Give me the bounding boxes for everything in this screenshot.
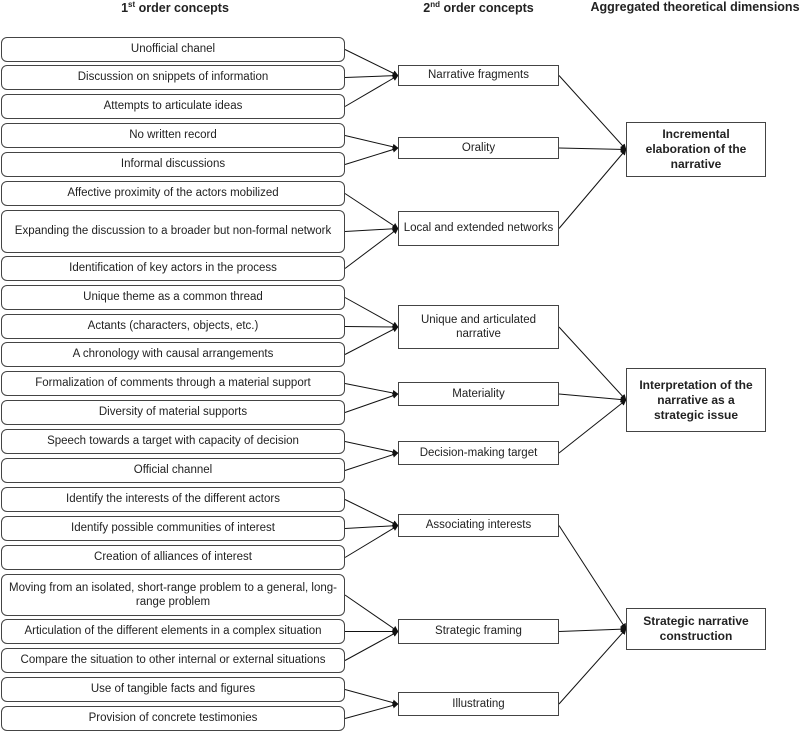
second-order-concept-box: Associating interests	[398, 514, 559, 537]
header-first-order: 1st order concepts	[100, 0, 250, 15]
second-to-aggregate-arrow	[558, 149, 627, 229]
first-to-second-arrow	[344, 392, 399, 413]
first-order-concept-box: Identify possible communities of interes…	[1, 516, 345, 541]
header-second-order-num: 2	[423, 1, 431, 16]
second-order-concept-box: Decision-making target	[398, 441, 559, 465]
first-to-second-arrow	[344, 323, 399, 330]
second-order-concept-box: Strategic framing	[398, 619, 559, 644]
header-first-order-sup: st	[128, 0, 136, 9]
aggregate-dimension-box: Strategic narrative construction	[626, 608, 766, 650]
header-second-order-sup: nd	[430, 0, 440, 9]
aggregate-dimension-box: Interpretation of the narrative as a str…	[626, 368, 766, 432]
first-order-concept-box: Identification of key actors in the proc…	[1, 256, 345, 281]
first-to-second-arrow	[344, 225, 399, 232]
first-order-concept-box: Unofficial chanel	[1, 37, 345, 62]
first-order-concept-box: Articulation of the different elements i…	[1, 619, 345, 644]
first-to-second-arrow	[344, 383, 399, 396]
first-to-second-arrow	[344, 297, 399, 328]
second-to-aggregate-arrow	[558, 326, 627, 401]
first-to-second-arrow	[344, 499, 399, 526]
first-order-concept-box: Use of tangible facts and figures	[1, 677, 345, 702]
first-to-second-arrow	[344, 193, 399, 229]
first-order-concept-box: Diversity of material supports	[1, 400, 345, 425]
header-second-order-text: order concepts	[439, 1, 534, 16]
first-order-concept-box: No written record	[1, 123, 345, 148]
first-to-second-arrow	[344, 228, 399, 269]
first-order-concept-box: Creation of alliances of interest	[1, 545, 345, 570]
second-order-concept-box: Local and extended networks	[398, 211, 559, 246]
first-order-concept-box: Provision of concrete testimonies	[1, 706, 345, 731]
first-order-concept-box: Identify the interests of the different …	[1, 487, 345, 512]
first-to-second-arrow	[344, 451, 399, 471]
first-order-concept-box: Informal discussions	[1, 152, 345, 177]
header-aggregate: Aggregated theoretical dimensions	[590, 0, 800, 14]
first-to-second-arrow	[344, 631, 399, 661]
second-to-aggregate-arrow	[558, 75, 627, 150]
second-order-concept-box: Narrative fragments	[398, 65, 559, 86]
first-order-concept-box: Compare the situation to other internal …	[1, 648, 345, 673]
first-order-concept-box: Affective proximity of the actors mobili…	[1, 181, 345, 206]
header-second-order: 2nd order concepts	[398, 0, 559, 15]
aggregate-dimension-box: Incremental elaboration of the narrative	[626, 122, 766, 177]
first-order-concept-box: Actants (characters, objects, etc.)	[1, 314, 345, 339]
second-to-aggregate-arrow	[558, 399, 627, 454]
second-to-aggregate-arrow	[558, 146, 627, 153]
first-to-second-arrow	[344, 689, 399, 706]
first-order-concept-box: Formalization of comments through a mate…	[1, 371, 345, 396]
first-to-second-arrow	[344, 135, 399, 150]
second-to-aggregate-arrow	[558, 393, 627, 403]
first-order-concept-box: Official channel	[1, 458, 345, 483]
header-aggregate-text: Aggregated theoretical dimensions	[590, 0, 800, 14]
first-order-concept-box: Discussion on snippets of information	[1, 65, 345, 90]
second-order-concept-box: Unique and articulated narrative	[398, 305, 559, 349]
second-to-aggregate-arrow	[558, 525, 627, 630]
second-order-concept-box: Orality	[398, 137, 559, 159]
first-to-second-arrow	[344, 702, 399, 719]
first-order-concept-box: Attempts to articulate ideas	[1, 94, 345, 119]
first-to-second-arrow	[344, 525, 399, 558]
first-order-concept-box: Moving from an isolated, short-range pro…	[1, 574, 345, 616]
second-order-concept-box: Materiality	[398, 382, 559, 406]
first-to-second-arrow	[344, 522, 399, 529]
first-to-second-arrow	[344, 49, 399, 76]
header-first-order-text: order concepts	[135, 1, 229, 16]
second-order-concept-box: Illustrating	[398, 692, 559, 716]
second-to-aggregate-arrow	[558, 626, 627, 633]
header-first-order-num: 1	[121, 1, 129, 16]
first-order-concept-box: Unique theme as a common thread	[1, 285, 345, 310]
first-to-second-arrow	[344, 72, 399, 79]
first-order-concept-box: A chronology with causal arrangements	[1, 342, 345, 367]
first-to-second-arrow	[344, 594, 399, 632]
first-order-concept-box: Speech towards a target with capacity of…	[1, 429, 345, 454]
first-to-second-arrow	[344, 75, 399, 107]
second-to-aggregate-arrow	[558, 628, 627, 705]
first-to-second-arrow	[344, 441, 399, 455]
first-to-second-arrow	[344, 146, 399, 165]
first-to-second-arrow	[344, 326, 399, 355]
first-order-concept-box: Expanding the discussion to a broader bu…	[1, 210, 345, 253]
